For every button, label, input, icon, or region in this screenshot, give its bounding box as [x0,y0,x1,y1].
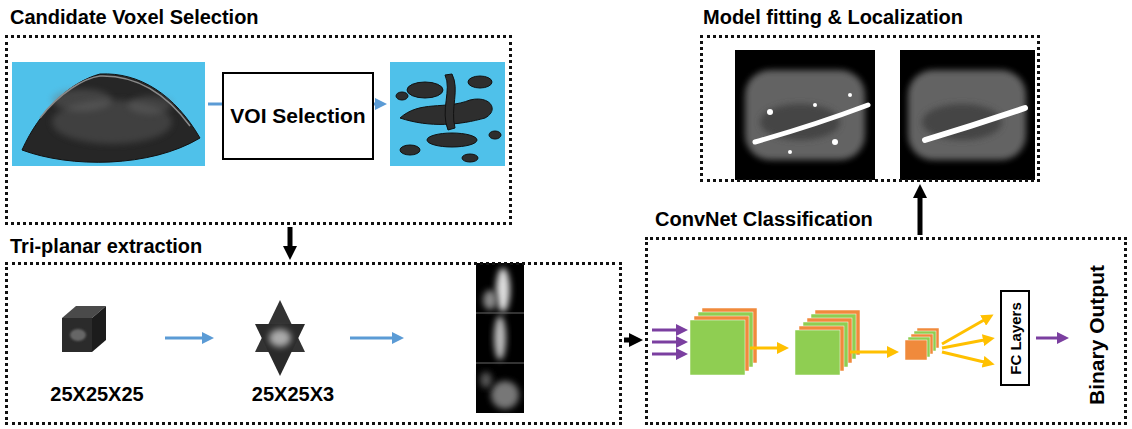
voxel-cube [92,306,106,352]
box-label: FC Layers [1008,302,1023,375]
panel-heading: ConvNet Classification [655,206,873,232]
fitted-needle [925,108,1025,140]
box-label: VOI Selection [230,104,365,128]
voxel-blob [445,74,455,130]
panel-heading: Candidate Voxel Selection [10,4,259,30]
flow-arrow [350,337,393,340]
process-box: VOI Selection [222,72,374,160]
flow-connector [918,196,923,235]
outlier-voxel [788,150,792,154]
patch-strip [476,263,524,413]
feature-map [795,330,840,375]
flow-arrow [165,337,203,340]
output-label: Binary Output [1085,265,1108,405]
dotted-panel: Model fitting & Localization [700,4,1040,182]
voxel-blob [396,92,408,100]
voxel-blob [427,133,477,147]
volume-edge [40,76,190,126]
needle-candidate [755,105,868,142]
outlier-voxel [848,93,852,97]
voxel-cube [62,318,92,352]
flow-connector [624,338,631,343]
panel-heading: Tri-planar extraction [10,233,202,259]
result-image [735,50,875,180]
patch-texture [496,268,510,312]
output-arrow [1036,337,1058,340]
input-arrow [652,329,677,332]
dotted-frame [645,237,1127,425]
layer-arrow [850,351,888,354]
plane-texture [269,329,291,347]
dimension-label: 25X25X3 [252,383,334,405]
tri-planar-star [255,324,305,376]
patch-separator [476,313,524,314]
feature-map [905,340,927,360]
patch-texture [480,372,492,388]
dotted-panel: ConvNet Classification FC Layers [645,206,1127,425]
fc-layers-box: FC Layers [1000,290,1030,386]
patch-texture [494,316,506,360]
layer-arrow [942,352,984,362]
patch-texture [491,381,519,409]
dotted-panel: Candidate Voxel SelectionVOI Selection [5,4,512,225]
outlier-voxel [813,103,817,107]
panel-heading: Model fitting & Localization [703,4,963,30]
layer-arrow [942,340,984,348]
speckle-texture [52,89,112,111]
cube-texture [70,329,86,341]
feature-map [690,320,745,375]
image-background [12,62,205,166]
layer-arrow [750,347,778,350]
patch-separator [476,363,524,364]
outlier-voxel [832,139,838,145]
voxel-blob [468,76,492,88]
ultrasound-volume [22,74,200,162]
voxel-blob [489,131,501,139]
voxel-blob [462,154,478,162]
result-image [900,50,1035,180]
tissue-texture [908,70,1026,160]
flow-connector [288,227,293,248]
dimension-label: 25X25X25 [50,383,143,405]
dotted-frame [700,35,1040,182]
patch-texture [483,290,497,310]
input-arrow [652,353,677,356]
image-background [390,62,505,166]
voxel-blob [407,82,443,98]
voxel-blob [400,145,420,155]
outlier-voxel [767,109,773,115]
input-arrow [652,341,677,344]
